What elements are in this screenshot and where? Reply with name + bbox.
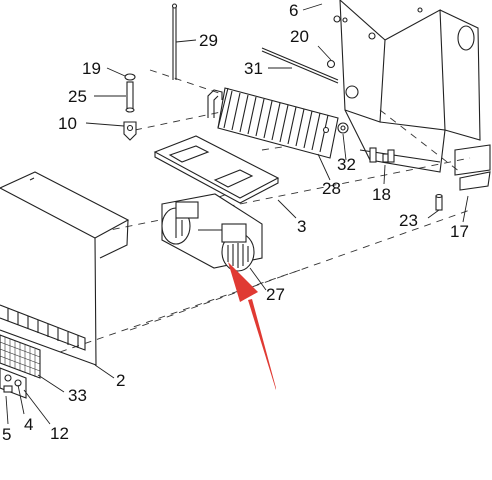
callout-5: 5 — [2, 425, 11, 444]
part-3-plate — [153, 135, 280, 204]
callout-10: 10 — [58, 114, 77, 133]
callout-labels: 6 29 20 19 31 25 10 32 28 18 3 23 17 27 … — [2, 1, 469, 444]
part-33-filter-mesh — [0, 334, 41, 379]
callout-2: 2 — [116, 371, 125, 390]
louver-slots — [0, 304, 86, 351]
leader-lines — [5, 3, 469, 425]
callout-3: 3 — [297, 217, 306, 236]
callout-23: 23 — [399, 211, 418, 230]
housing-frame — [339, 0, 491, 176]
callout-28: 28 — [322, 179, 341, 198]
callout-25: 25 — [68, 87, 87, 106]
callout-20: 20 — [290, 27, 309, 46]
callout-32: 32 — [337, 155, 356, 174]
part-29-rod — [171, 3, 178, 80]
part-20-nut — [326, 15, 341, 69]
callout-29: 29 — [199, 31, 218, 50]
callout-4: 4 — [24, 415, 33, 434]
part-31-rod — [261, 47, 339, 84]
callout-27: 27 — [266, 285, 285, 304]
part-28-heater-core — [207, 87, 349, 159]
callout-12: 12 — [50, 424, 69, 443]
red-pointer-arrow — [228, 262, 276, 390]
parts-19-25-10-fittings — [123, 73, 137, 141]
parts-5-4-12-controls — [0, 367, 27, 399]
callout-31: 31 — [244, 59, 263, 78]
part-2-cover-panel — [0, 171, 130, 366]
callout-19: 19 — [82, 59, 101, 78]
part-27-blower — [161, 193, 263, 272]
callout-6: 6 — [289, 1, 298, 20]
parts-17-18-23-hardware — [382, 153, 491, 211]
callout-18: 18 — [372, 185, 391, 204]
callout-33: 33 — [68, 386, 87, 405]
callout-17: 17 — [450, 222, 469, 241]
